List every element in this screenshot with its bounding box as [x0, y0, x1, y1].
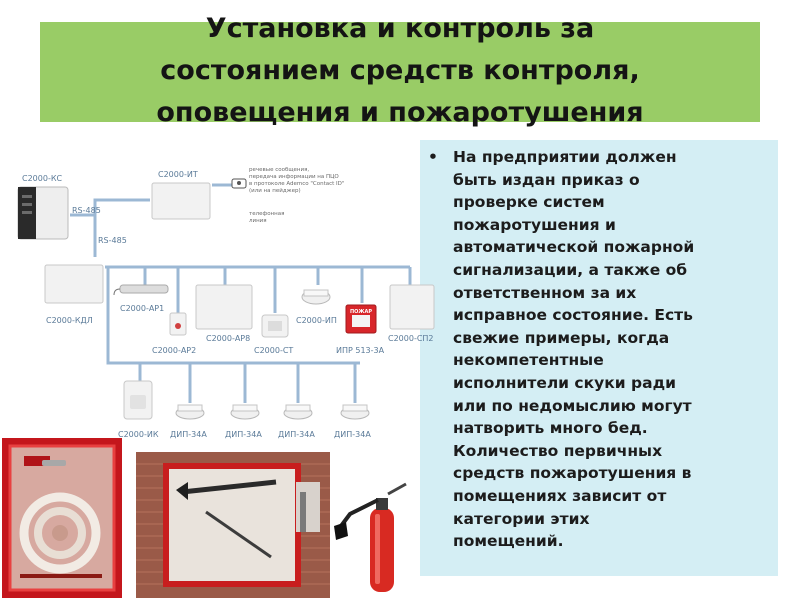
label-dip-1: ДИП-34А	[170, 430, 207, 439]
paragraph-extinguishers-text: Количество первичных средств пожаротушен…	[453, 441, 692, 551]
label-ar8: С2000-АР8	[206, 334, 250, 343]
label-rs485-top: RS-485	[72, 206, 101, 215]
phone-note-1: речевые сообщения,	[249, 167, 309, 173]
title-line-2: состоянием средств контроля,	[160, 55, 640, 86]
label-ipr: ИПР 513-3А	[336, 346, 385, 355]
c2000-ks-device	[17, 186, 69, 240]
c2000-it-device	[151, 182, 211, 220]
dip-34a-detector-3	[283, 404, 313, 420]
c2000-sp2-device	[389, 284, 435, 330]
label-ik: С2000-ИК	[118, 430, 159, 439]
line-note-1: телефонная	[249, 211, 284, 217]
c2000-ar2-device	[169, 312, 187, 336]
alarm-sign-text: ПОЖАР	[350, 309, 372, 315]
fire-board-photo	[136, 452, 330, 598]
label-dip-3: ДИП-34А	[278, 430, 315, 439]
text-panel: • На предприятии должен быть издан прика…	[420, 140, 778, 576]
c2000-ik-detector	[123, 380, 153, 420]
bullet-item: • На предприятии должен быть издан прика…	[428, 146, 770, 440]
c2000-ar8-device	[195, 284, 253, 330]
rs485-top-line	[70, 198, 150, 217]
title-banner	[40, 22, 760, 122]
line-note-2: линия	[249, 218, 267, 224]
label-ks: С2000-КС	[22, 174, 63, 183]
dip-34a-detector-4	[340, 404, 370, 420]
title-line-1: Установка и контроль за	[205, 13, 595, 44]
label-ar2: С2000-АР2	[152, 346, 196, 355]
fire-alarm-system-diagram: С2000-КС RS-485 RS-485 С2000-ИТ речевые …	[17, 167, 435, 439]
page-title: Установка и контроль за состоянием средс…	[40, 8, 760, 134]
title-line-3: оповещения и пожаротушения	[156, 97, 644, 128]
label-st: С2000-СТ	[254, 346, 293, 355]
label-it: С2000-ИТ	[158, 170, 198, 179]
label-dip-2: ДИП-34А	[225, 430, 262, 439]
dip-34a-detector-1	[175, 404, 205, 420]
dip-34a-detector-2	[230, 404, 260, 420]
label-ar1: С2000-АР1	[120, 304, 164, 313]
fire-hose-cabinet-photo	[2, 438, 122, 598]
bus-line-lower	[106, 267, 360, 365]
c2000-kdl-device	[44, 264, 104, 304]
fire-extinguisher-photo	[332, 470, 416, 598]
bullet-marker: •	[428, 148, 438, 166]
phone-icon	[231, 178, 247, 189]
label-dip-4: ДИП-34А	[334, 430, 371, 439]
label-kdl: С2000-КДЛ	[46, 316, 93, 325]
label-rs485-mid: RS-485	[98, 236, 127, 245]
c2000-st-device	[261, 314, 289, 338]
ipr-513-3a-call-point: ПОЖАР	[345, 304, 377, 334]
c2000-ar1-device	[119, 284, 169, 294]
phone-note-4: (или на пейджер)	[249, 187, 301, 194]
label-sp2: С2000-СП2	[388, 334, 434, 343]
phone-note-2: передача информации на ПЦО	[249, 174, 339, 180]
phone-note-3: в протоколе Ademco "Contact ID"	[249, 181, 344, 187]
paragraph-order-text: На предприятии должен быть издан приказ …	[453, 148, 695, 438]
label-ip: С2000-ИП	[296, 316, 337, 325]
c2000-ip-detector	[301, 289, 331, 305]
